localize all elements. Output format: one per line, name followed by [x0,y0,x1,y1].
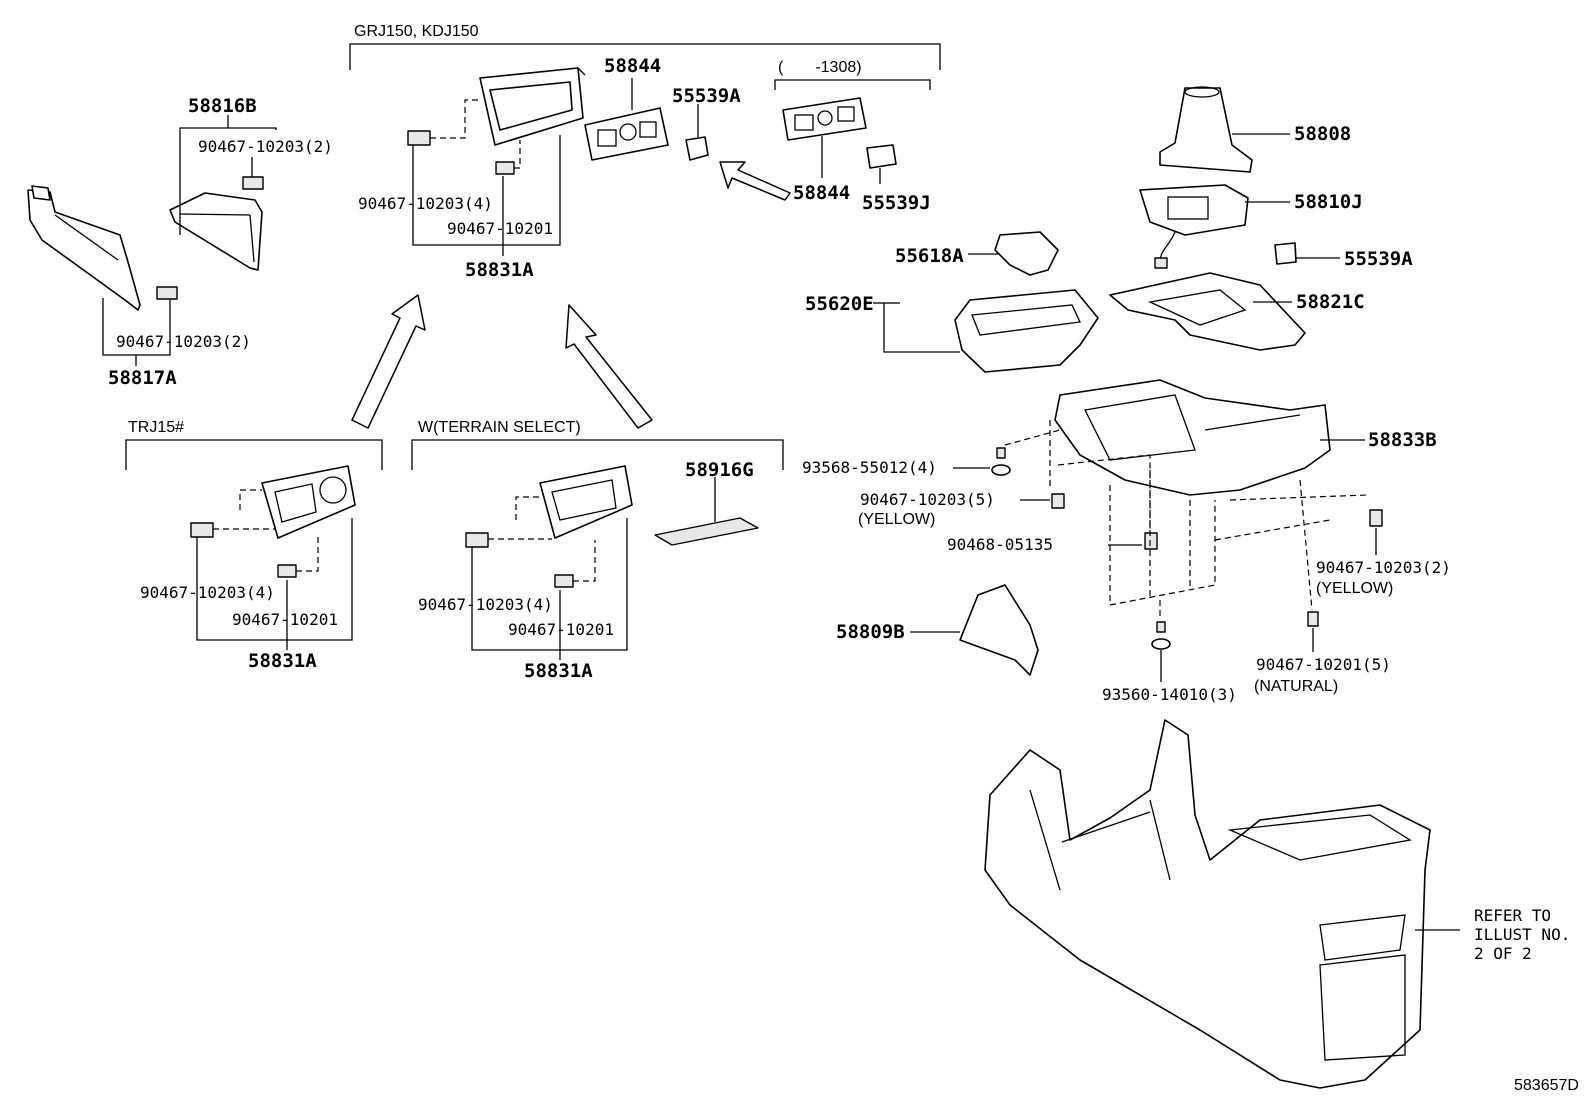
label-90467-10203-2-c: 90467-10203(2) [1316,558,1451,577]
group-bracket-1308 [774,79,931,90]
direction-arrow-right [565,304,653,429]
cup-holder-insert-55618a [994,231,1059,276]
clip-terrain-a [465,532,489,548]
label-93568-55012: 93568-55012(4) [802,458,937,477]
shift-cover-58809b [959,584,1039,676]
label-90467-10201-a: 90467-10201 [447,219,553,238]
group-bracket-trj15 [125,439,383,470]
console-box-58833b [1054,379,1331,496]
label-55539j: 55539J [862,192,931,214]
label-90468-05135: 90468-05135 [947,535,1053,554]
label-58844-a: 58844 [604,55,661,77]
label-90467-10203-2-b: 90467-10203(2) [116,332,251,351]
cup-holder-55620e [954,289,1099,373]
refer-note-line-1: REFER TO [1474,906,1551,925]
label-90467-10201-b: 90467-10201 [232,610,338,629]
console-upper-panel-58821c [1109,272,1306,351]
label-90467-10201-5: 90467-10201(5) [1256,655,1391,674]
clip-58816b [242,176,264,190]
clip-58817a [156,286,178,300]
switch-panel-terrain [539,465,633,539]
clip-90467-10201-5 [1307,611,1319,627]
clip-trj15-b [277,564,297,578]
switch-55539j [866,144,897,169]
label-58833b: 58833B [1368,429,1437,451]
direction-arrow-1308 [719,161,791,201]
direction-arrow-left [351,294,426,429]
switch-panel-top [479,67,586,146]
label-58816b: 58816B [188,95,257,117]
label-90467-10203-2-a: 90467-10203(2) [198,137,333,156]
center-console-assembly [984,719,1431,1089]
sheet-58916g [654,517,759,546]
clip-trj15-a [190,522,214,538]
clip-90468-05135 [1144,532,1158,550]
console-side-panel-right [169,192,263,271]
screw-93568 [991,447,1011,476]
shift-bezel-58810j [1139,184,1249,236]
label-58821c: 58821C [1296,291,1365,313]
clip-top-b [495,161,515,175]
header-trj15: TRJ15# [128,419,184,436]
label-90467-10203-5: 90467-10203(5) [860,490,995,509]
switch-bezel-58844-b [782,97,867,141]
label-yellow-a: (YELLOW) [858,511,935,528]
label-58808: 58808 [1294,123,1351,145]
label-55539a-b: 55539A [1344,248,1413,270]
label-58809b: 58809B [836,621,905,643]
label-yellow-b: (YELLOW) [1316,580,1393,597]
label-58810j: 58810J [1294,191,1363,213]
header-1308: ( -1308) [778,59,862,76]
label-58844-b: 58844 [793,182,850,204]
group-bracket-terrain [411,439,784,470]
label-90467-10201-c: 90467-10201 [508,620,614,639]
refer-note-line-2: ILLUST NO. [1474,925,1570,944]
label-55620e: 55620E [805,293,874,315]
label-58831a-a: 58831A [465,259,534,281]
label-55539a-a: 55539A [672,85,741,107]
switch-55539a-b [1274,242,1297,265]
clip-90467-10203-2-yellow [1369,509,1383,527]
label-natural: (NATURAL) [1254,678,1338,695]
label-90467-10203-4-a: 90467-10203(4) [358,194,493,213]
header-grj150: GRJ150, KDJ150 [354,23,479,40]
clip-terrain-b [554,574,574,588]
label-58831a-b: 58831A [248,650,317,672]
shift-boot-58808 [1159,86,1253,173]
console-side-panel-left [27,185,141,311]
label-58916g: 58916G [685,459,754,481]
diagram-id: 583657D [1514,1077,1579,1094]
label-93560-14010: 93560-14010(3) [1102,685,1237,704]
label-58831a-c: 58831A [524,660,593,682]
label-90467-10203-4-c: 90467-10203(4) [418,595,553,614]
switch-panel-trj15 [261,465,356,539]
switch-55539a-a [685,136,709,161]
header-terrain-select: W(TERRAIN SELECT) [418,419,581,436]
group-bracket-grj150 [349,43,941,70]
label-58817a: 58817A [108,367,177,389]
clip-90467-10203-5 [1051,493,1065,509]
clip-top-a [407,130,431,146]
label-90467-10203-4-b: 90467-10203(4) [140,583,275,602]
screw-93560 [1151,621,1171,650]
refer-note-line-3: 2 OF 2 [1474,944,1532,963]
switch-bezel-58844-a [584,107,669,161]
label-55618a: 55618A [895,245,964,267]
